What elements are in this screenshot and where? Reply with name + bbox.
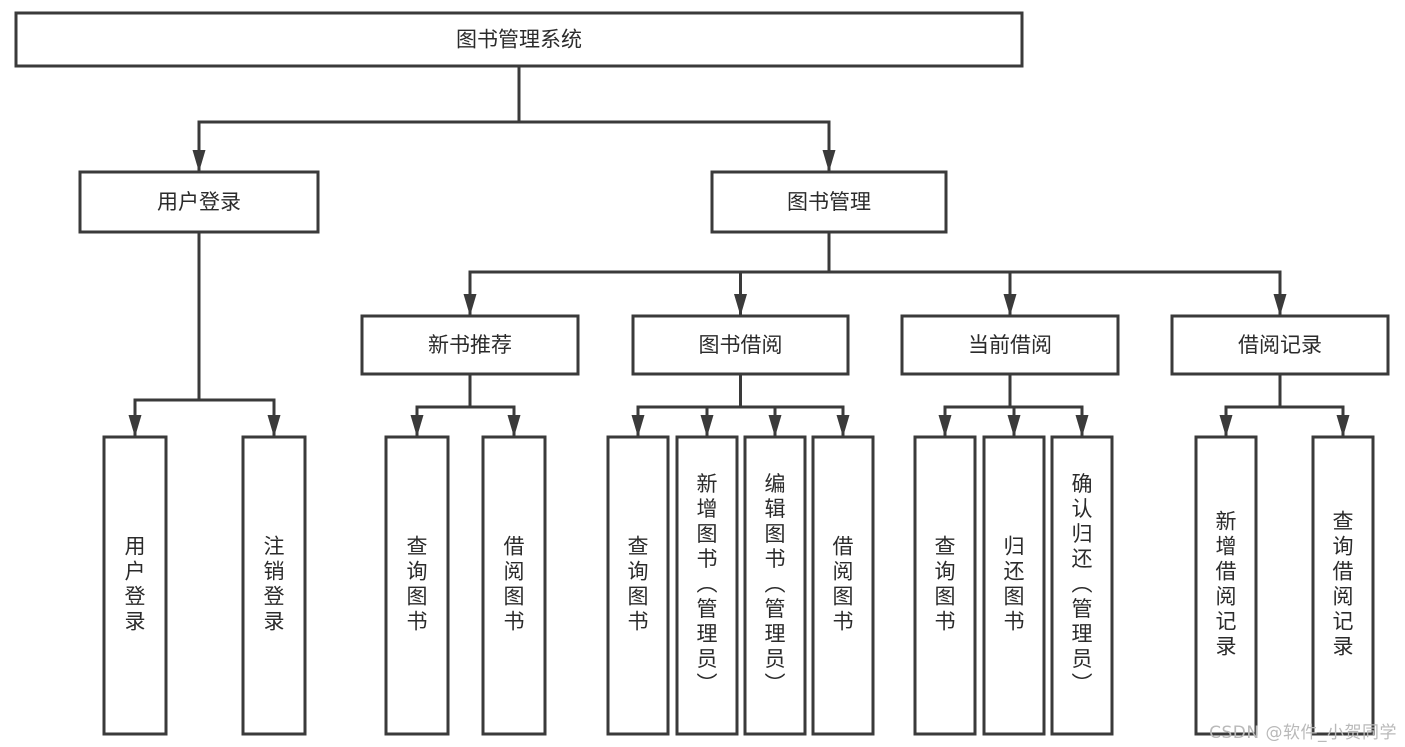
nodes-layer: 图书管理系统用户登录用户登录注销登录图书管理新书推荐查询图书借阅图书图书借阅查询…: [14, 11, 1390, 736]
node-label-user-login-do: 用户登录: [125, 535, 146, 634]
node-confirm-return-admin[interactable]: 确认归还︵管理员︶: [1050, 435, 1114, 736]
arrow-head-icon: [1219, 415, 1233, 437]
arrow-head-icon: [822, 150, 836, 172]
node-label-borrow-book-1: 借阅图书: [504, 535, 525, 634]
node-current-borrow[interactable]: 当前借阅: [900, 314, 1120, 376]
node-query-book-3[interactable]: 查询图书: [913, 435, 977, 736]
node-label-add-book-admin: 新增图书︵管理员︶: [697, 472, 718, 696]
node-label-root: 图书管理系统: [456, 28, 582, 52]
node-user-login-do[interactable]: 用户登录: [102, 435, 168, 736]
node-label-book-manage: 图书管理: [787, 190, 871, 214]
arrow-head-icon: [734, 294, 747, 316]
arrow-head-icon: [1007, 415, 1021, 437]
connectors-layer: [128, 64, 1350, 439]
arrow-head-icon: [1336, 415, 1350, 437]
node-borrow-book-1[interactable]: 借阅图书: [481, 435, 547, 736]
node-label-query-book-2: 查询图书: [628, 535, 649, 634]
node-edit-book-admin[interactable]: 编辑图书︵管理员︶: [743, 435, 807, 736]
node-add-borrow-record[interactable]: 新增借阅记录: [1194, 435, 1258, 736]
node-box-root: [14, 11, 1024, 68]
node-add-book-admin[interactable]: 新增图书︵管理员︶: [675, 435, 739, 736]
arrow-head-icon: [128, 415, 142, 437]
node-box-query-book-1: [384, 435, 450, 736]
arrow-head-icon: [1273, 294, 1287, 316]
node-label-query-book-1: 查询图书: [407, 535, 428, 634]
node-query-book-2[interactable]: 查询图书: [606, 435, 670, 736]
node-borrow-record[interactable]: 借阅记录: [1170, 314, 1390, 376]
node-box-confirm-return-admin: [1050, 435, 1114, 736]
node-user-login[interactable]: 用户登录: [78, 170, 320, 234]
node-label-confirm-return-admin: 确认归还︵管理员︶: [1072, 472, 1093, 696]
node-label-current-borrow: 当前借阅: [968, 333, 1052, 357]
node-label-return-book: 归还图书: [1004, 535, 1025, 634]
node-label-borrow-record: 借阅记录: [1238, 333, 1322, 357]
node-label-edit-book-admin: 编辑图书︵管理员︶: [765, 472, 786, 696]
node-label-add-borrow-record: 新增借阅记录: [1216, 510, 1237, 659]
node-box-new-book-recommend: [360, 314, 580, 376]
arrow-head-icon: [700, 415, 714, 437]
node-new-book-recommend[interactable]: 新书推荐: [360, 314, 580, 376]
node-label-user-logout: 注销登录: [264, 535, 285, 634]
arrow-head-icon: [507, 415, 521, 437]
node-box-query-book-2: [606, 435, 670, 736]
node-query-borrow-record[interactable]: 查询借阅记录: [1311, 435, 1375, 736]
arrow-head-icon: [410, 415, 424, 437]
node-borrow-book-2[interactable]: 借阅图书: [811, 435, 875, 736]
node-box-book-manage: [710, 170, 948, 234]
node-box-return-book: [982, 435, 1046, 736]
node-label-new-book-recommend: 新书推荐: [428, 333, 512, 357]
arrow-head-icon: [1003, 294, 1017, 316]
node-label-query-book-3: 查询图书: [935, 535, 956, 634]
node-box-borrow-book-2: [811, 435, 875, 736]
node-book-borrow[interactable]: 图书借阅: [631, 314, 850, 376]
arrow-head-icon: [267, 415, 281, 437]
node-box-query-book-3: [913, 435, 977, 736]
node-label-query-borrow-record: 查询借阅记录: [1333, 510, 1354, 659]
node-box-current-borrow: [900, 314, 1120, 376]
node-box-borrow-record: [1170, 314, 1390, 376]
node-user-logout[interactable]: 注销登录: [241, 435, 307, 736]
arrow-head-icon: [463, 294, 477, 316]
node-box-user-logout: [241, 435, 307, 736]
node-return-book[interactable]: 归还图书: [982, 435, 1046, 736]
node-book-manage[interactable]: 图书管理: [710, 170, 948, 234]
node-query-book-1[interactable]: 查询图书: [384, 435, 450, 736]
arrow-head-icon: [192, 150, 206, 172]
node-box-add-book-admin: [675, 435, 739, 736]
watermark-label: CSDN @软件_小贺同学: [1209, 723, 1397, 743]
node-box-borrow-book-1: [481, 435, 547, 736]
node-label-book-borrow: 图书借阅: [699, 333, 783, 357]
node-root[interactable]: 图书管理系统: [14, 11, 1024, 68]
node-box-user-login-do: [102, 435, 168, 736]
arrow-head-icon: [631, 415, 645, 437]
node-box-user-login: [78, 170, 320, 234]
arrow-head-icon: [1075, 415, 1089, 437]
arrow-head-icon: [768, 415, 782, 437]
node-box-query-borrow-record: [1311, 435, 1375, 736]
arrow-head-icon: [836, 415, 850, 437]
arrow-head-icon: [938, 415, 952, 437]
node-box-book-borrow: [631, 314, 850, 376]
node-label-user-login: 用户登录: [157, 190, 241, 214]
node-label-borrow-book-2: 借阅图书: [833, 535, 854, 634]
node-box-edit-book-admin: [743, 435, 807, 736]
node-box-add-borrow-record: [1194, 435, 1258, 736]
